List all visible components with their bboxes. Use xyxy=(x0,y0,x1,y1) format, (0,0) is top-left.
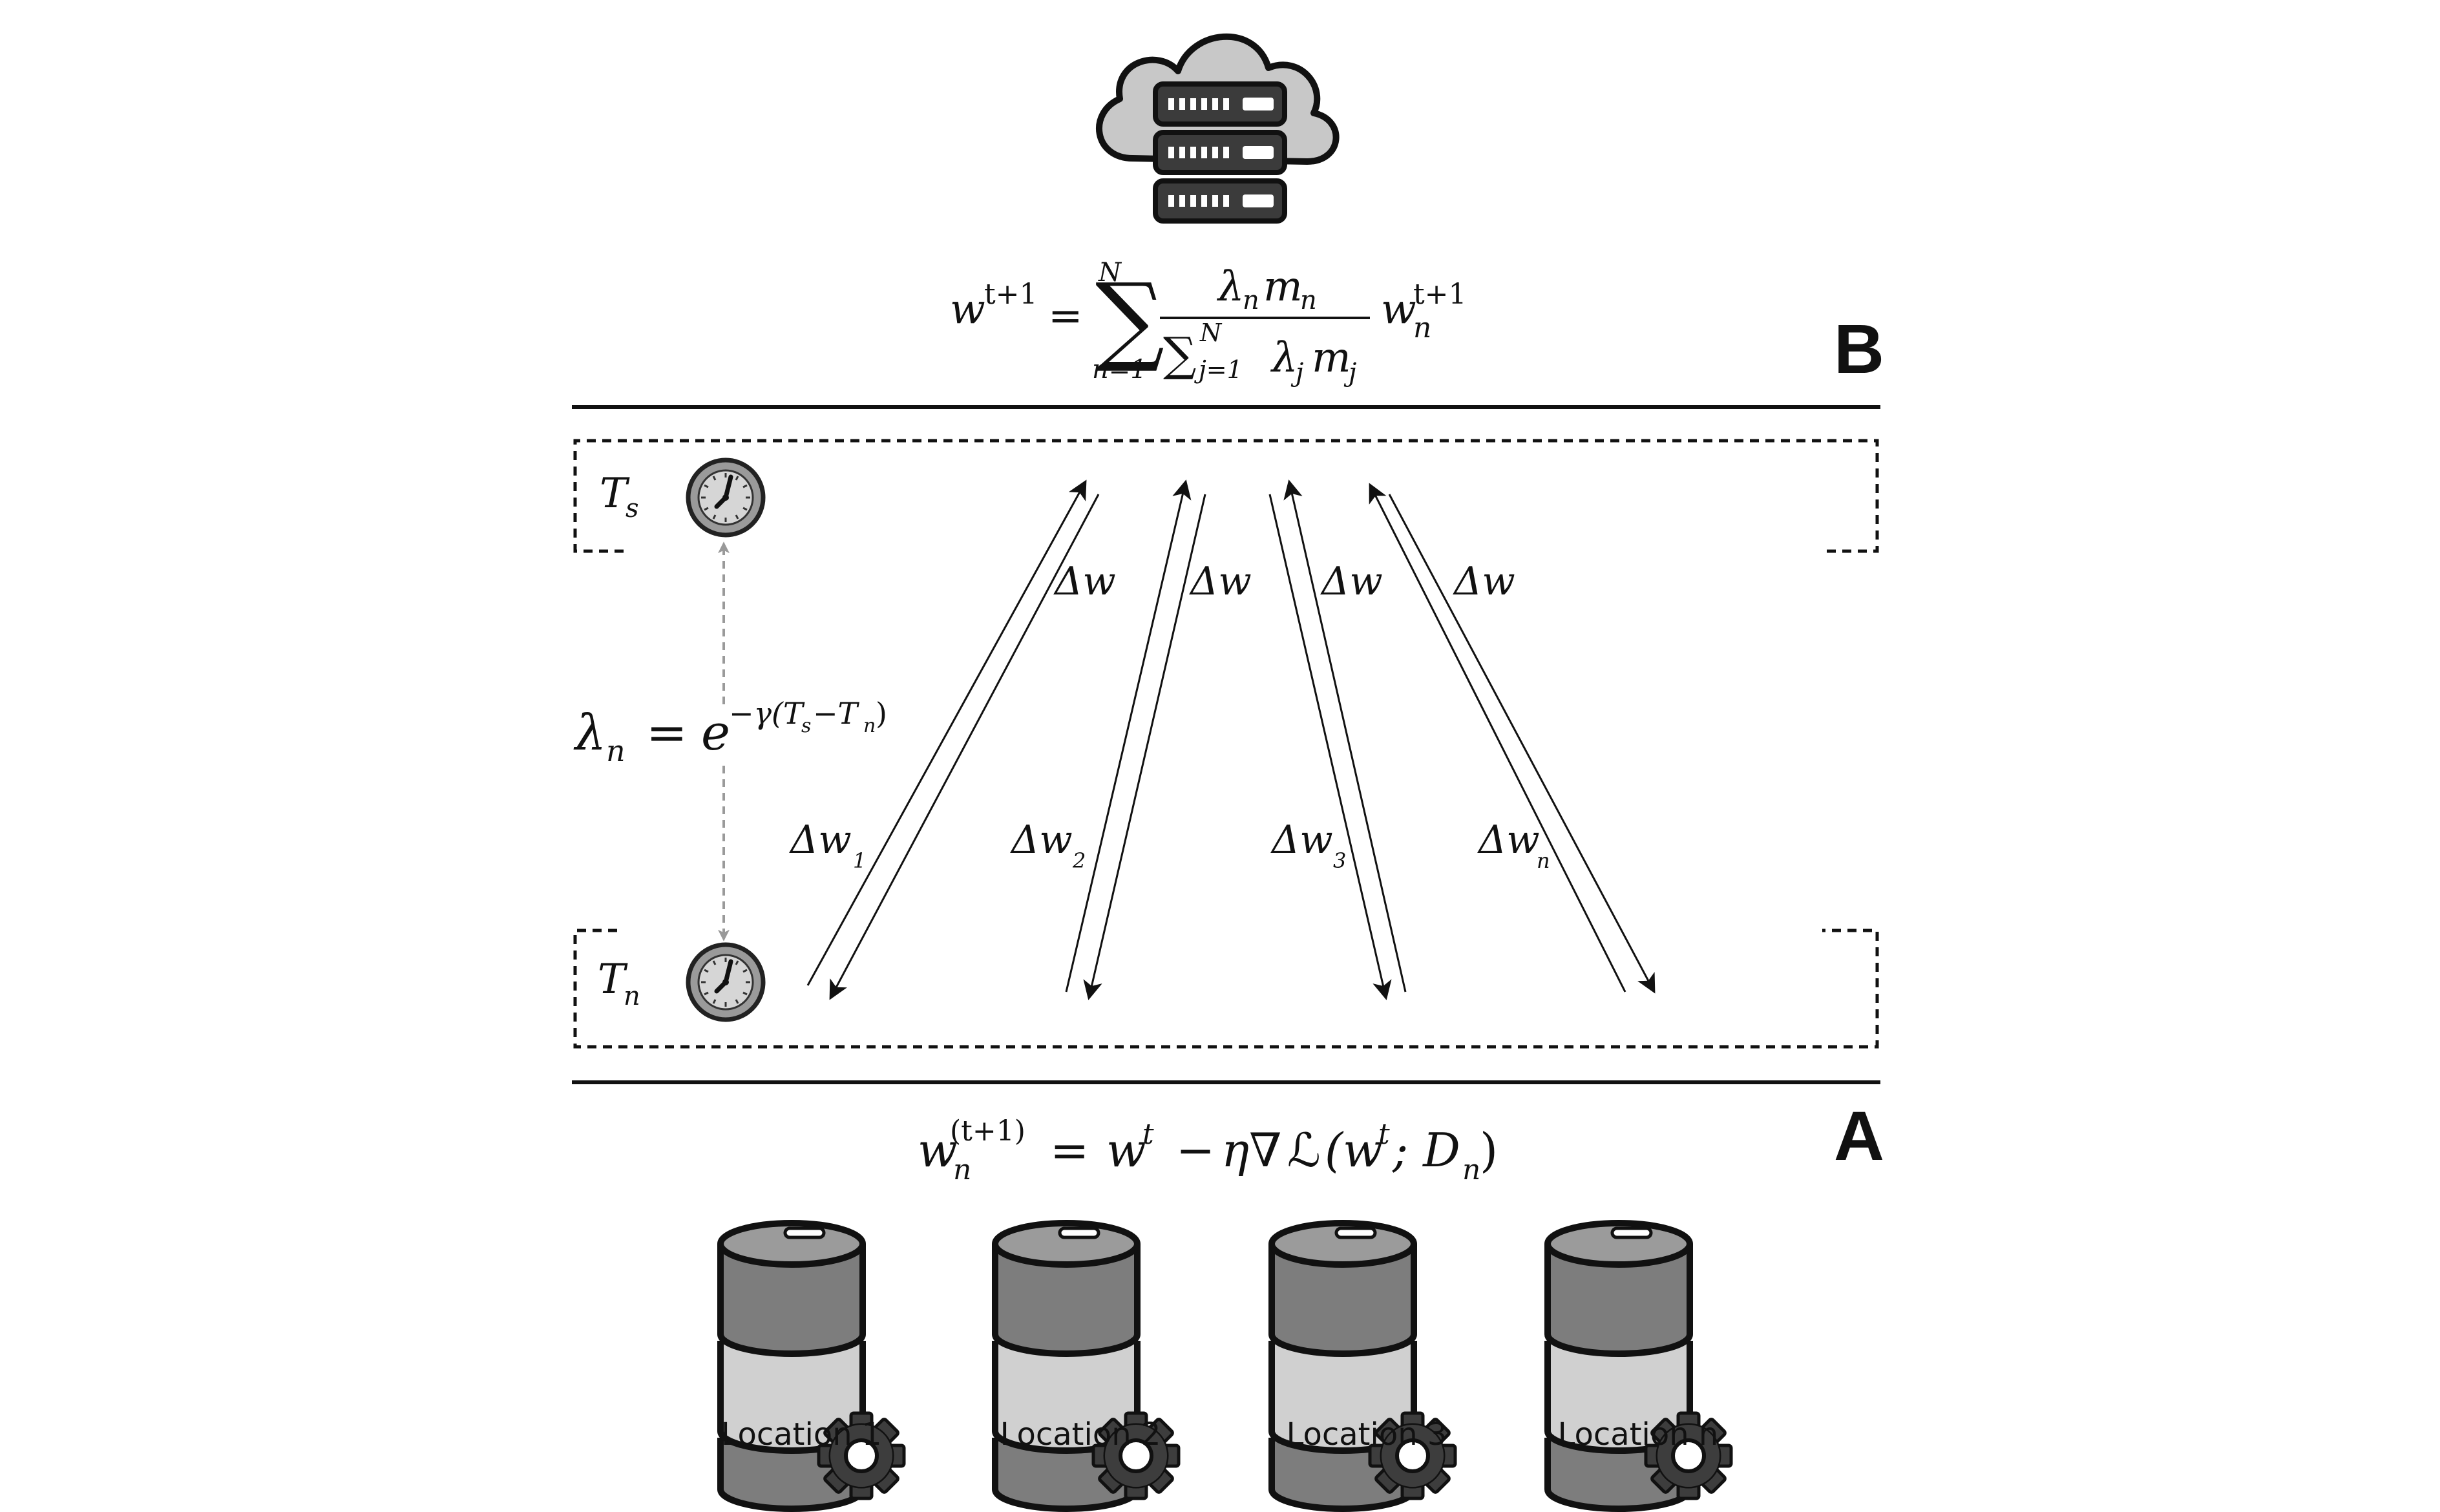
client-dashed-box xyxy=(573,929,1879,1049)
client-delta-label-n: Δw xyxy=(1477,817,1540,863)
client-delta-label-1: Δw xyxy=(789,817,852,863)
svg-text:s: s xyxy=(626,494,639,523)
svg-text:t: t xyxy=(1378,1118,1390,1151)
upload-arrow-n xyxy=(1369,483,1626,992)
location-label: Location n xyxy=(1558,1416,1719,1453)
location-label: Location 1 xyxy=(721,1416,882,1453)
svg-text:N: N xyxy=(1098,258,1122,288)
svg-text:e: e xyxy=(701,704,730,761)
section-label-b: B xyxy=(1834,310,1884,388)
aggregation-equation: w t+1 = N ∑ n=1 λ n m n ∑ N j=1 λ j m j … xyxy=(950,258,1467,388)
database-gear-icon xyxy=(1548,1223,1731,1509)
svg-text:ℒ: ℒ xyxy=(1287,1123,1321,1177)
svg-text:w: w xyxy=(918,1123,958,1177)
svg-text:n: n xyxy=(863,715,876,737)
database-gear-icon xyxy=(720,1223,904,1509)
svg-text:t+1: t+1 xyxy=(1413,278,1467,311)
download-arrow-2 xyxy=(1083,494,1206,1000)
location-2: Location 2 xyxy=(995,1223,1179,1509)
upload-arrow-3 xyxy=(1283,479,1407,992)
svg-text:m: m xyxy=(1312,334,1351,382)
client-delta-sub-n: n xyxy=(1537,848,1550,873)
location-3: Location 3 xyxy=(1272,1223,1455,1509)
svg-text:n: n xyxy=(953,1153,971,1186)
server-dashed-box xyxy=(573,439,1879,553)
svg-text:n: n xyxy=(1462,1153,1480,1186)
server-timestamp-label: T s xyxy=(600,470,639,523)
svg-text:=: = xyxy=(1050,1123,1089,1177)
server-delta-label-4: Δw xyxy=(1453,559,1515,604)
svg-text:N: N xyxy=(1199,319,1223,347)
svg-text:T: T xyxy=(598,956,628,1003)
client-delta-label-3: Δw xyxy=(1270,817,1333,863)
svg-text:n=1: n=1 xyxy=(1092,355,1147,384)
svg-text:=: = xyxy=(1048,292,1083,340)
transmission-arrows xyxy=(806,479,1656,1000)
denominator-sum-symbol: ∑ xyxy=(1163,327,1196,381)
client-delta-sub-3: 3 xyxy=(1333,848,1346,873)
svg-text:): ) xyxy=(1480,1123,1498,1177)
server-clock-icon xyxy=(688,460,763,535)
upload-arrow-2 xyxy=(1065,479,1192,992)
client-delta-sub-2: 2 xyxy=(1072,848,1086,873)
local-update-equation: w n (t+1) = w t − η∇ ℒ (w t ; D n ) xyxy=(918,1115,1498,1186)
svg-text:w: w xyxy=(950,286,985,333)
svg-text:w: w xyxy=(1106,1123,1146,1177)
svg-text:t+1: t+1 xyxy=(984,278,1038,311)
svg-text:n: n xyxy=(1413,311,1431,344)
location-label: Location 2 xyxy=(1000,1416,1161,1453)
staleness-equation: λ n = e −γ(T s −T n ) xyxy=(573,696,887,768)
svg-text:(w: (w xyxy=(1325,1123,1383,1177)
download-arrow-3 xyxy=(1268,494,1392,1000)
svg-text:=: = xyxy=(646,704,688,761)
database-gear-icon xyxy=(1272,1223,1455,1509)
svg-text:n: n xyxy=(606,733,626,768)
svg-text:n: n xyxy=(624,982,640,1011)
svg-text:m: m xyxy=(1263,263,1303,311)
client-clock-icon xyxy=(688,945,763,1020)
database-gear-icon xyxy=(995,1223,1179,1509)
location-n: Location n xyxy=(1548,1223,1731,1509)
svg-text:n: n xyxy=(1300,286,1317,315)
server-delta-label-2: Δw xyxy=(1189,559,1252,604)
sum-symbol: ∑ xyxy=(1095,263,1164,375)
svg-text:): ) xyxy=(876,696,887,731)
svg-text:λ: λ xyxy=(1216,263,1245,311)
upload-arrow-1 xyxy=(806,479,1087,986)
svg-text:T: T xyxy=(600,470,630,518)
client-delta-sub-1: 1 xyxy=(853,848,866,873)
location-1: Location 1 xyxy=(720,1223,904,1509)
cloud-server-icon xyxy=(1099,37,1336,221)
svg-text:−T: −T xyxy=(813,696,860,731)
svg-text:(t+1): (t+1) xyxy=(950,1115,1025,1148)
svg-text:λ: λ xyxy=(573,704,606,761)
download-arrow-n xyxy=(1388,494,1656,994)
svg-text:η∇: η∇ xyxy=(1221,1123,1281,1177)
svg-text:w: w xyxy=(1381,286,1416,333)
svg-text:j=1: j=1 xyxy=(1194,355,1243,384)
svg-text:; D: ; D xyxy=(1392,1123,1460,1177)
server-delta-label-3: Δw xyxy=(1320,559,1383,604)
section-label-a: A xyxy=(1834,1097,1884,1175)
svg-text:−: − xyxy=(1176,1123,1215,1177)
svg-text:λ: λ xyxy=(1270,334,1298,382)
server-delta-label-1: Δw xyxy=(1053,559,1116,604)
client-delta-label-2: Δw xyxy=(1010,817,1073,863)
download-arrow-1 xyxy=(829,494,1100,1000)
svg-text:n: n xyxy=(1243,286,1259,315)
svg-text:t: t xyxy=(1142,1118,1154,1151)
location-label: Location 3 xyxy=(1287,1416,1447,1453)
svg-text:−γ(T: −γ(T xyxy=(729,696,805,731)
svg-text:s: s xyxy=(801,715,811,737)
client-timestamp-label: T n xyxy=(598,956,640,1011)
